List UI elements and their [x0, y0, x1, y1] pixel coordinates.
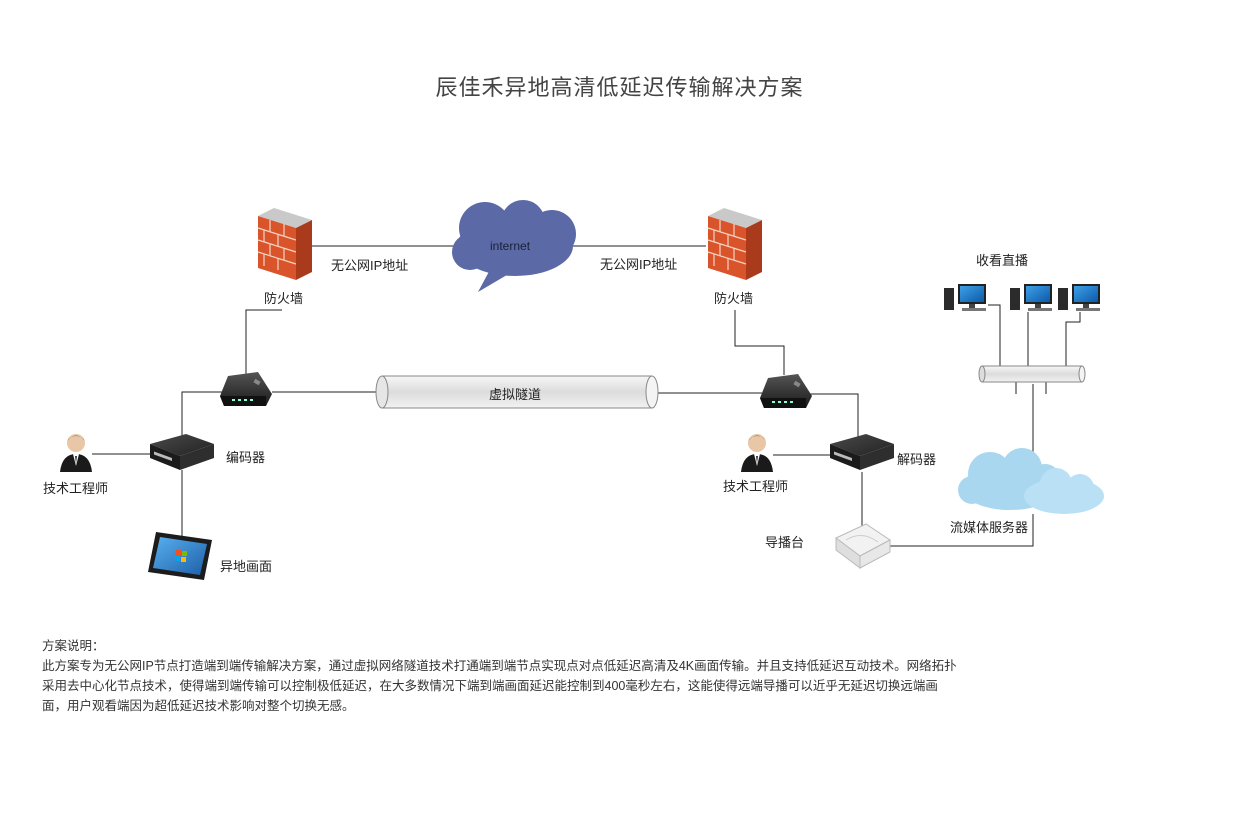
pc-2-icon	[1010, 284, 1052, 311]
remote-screen-label: 异地画面	[220, 559, 273, 574]
virtual-tunnel-label: 虚拟隧道	[489, 387, 542, 402]
router-right-icon	[760, 374, 812, 408]
link-firewall-left-router	[245, 309, 282, 375]
streaming-server-label: 流媒体服务器	[950, 520, 1029, 535]
page-title: 辰佳禾异地高清低延迟传输解决方案	[435, 75, 804, 100]
link-firewall-right-router	[734, 310, 785, 375]
internet-label: internet	[490, 239, 531, 253]
director-console-icon	[835, 523, 891, 569]
description-heading: 方案说明：	[42, 639, 105, 653]
tablet-icon	[148, 532, 212, 580]
link-router-encoder	[181, 391, 222, 440]
encoder-icon	[150, 434, 214, 470]
watch-live-label: 收看直播	[976, 253, 1029, 268]
no-public-ip-left-label: 无公网IP地址	[331, 258, 409, 273]
encoder-label: 编码器	[226, 450, 266, 465]
firewall-right-icon	[707, 208, 762, 280]
engineer-left-icon	[60, 434, 92, 472]
pc-3-icon	[1058, 284, 1100, 311]
internet-cloud-icon	[452, 200, 576, 292]
director-console-label: 导播台	[765, 535, 805, 550]
description-line-3: 面，用户观看端因为超低延迟技术影响对整个切换无感。	[42, 699, 355, 713]
decoder-icon	[830, 434, 894, 470]
link-pc3-switch	[1065, 312, 1081, 366]
firewall-left-label: 防火墙	[264, 291, 304, 306]
link-console-server	[888, 514, 1034, 547]
description-line-1: 此方案专为无公网IP节点打造端到端传输解决方案，通过虚拟网络隧道技术打通端到端节…	[42, 659, 957, 673]
switch-pipe	[978, 365, 1086, 383]
engineer-right-icon	[741, 434, 773, 472]
engineer-right-label: 技术工程师	[723, 479, 789, 494]
solution-description: 方案说明： 此方案专为无公网IP节点打造端到端传输解决方案，通过虚拟网络隧道技术…	[42, 636, 1002, 716]
decoder-label: 解码器	[897, 452, 937, 467]
pc-1-icon	[944, 284, 986, 311]
firewall-left-icon	[257, 208, 312, 280]
no-public-ip-right-label: 无公网IP地址	[600, 257, 678, 272]
connection-lines	[92, 245, 1081, 547]
link-router-decoder	[810, 393, 859, 440]
link-pc1-switch	[988, 304, 1001, 366]
router-left-icon	[220, 372, 272, 406]
description-line-2: 采用去中心化节点技术，使得端到端传输可以控制极低延迟，在大多数情况下端到端画面延…	[42, 679, 938, 693]
firewall-right-label: 防火墙	[714, 291, 754, 306]
streaming-server-cloud-icon	[958, 448, 1104, 514]
engineer-left-label: 技术工程师	[43, 481, 109, 496]
virtual-tunnel-pipe	[375, 375, 659, 409]
